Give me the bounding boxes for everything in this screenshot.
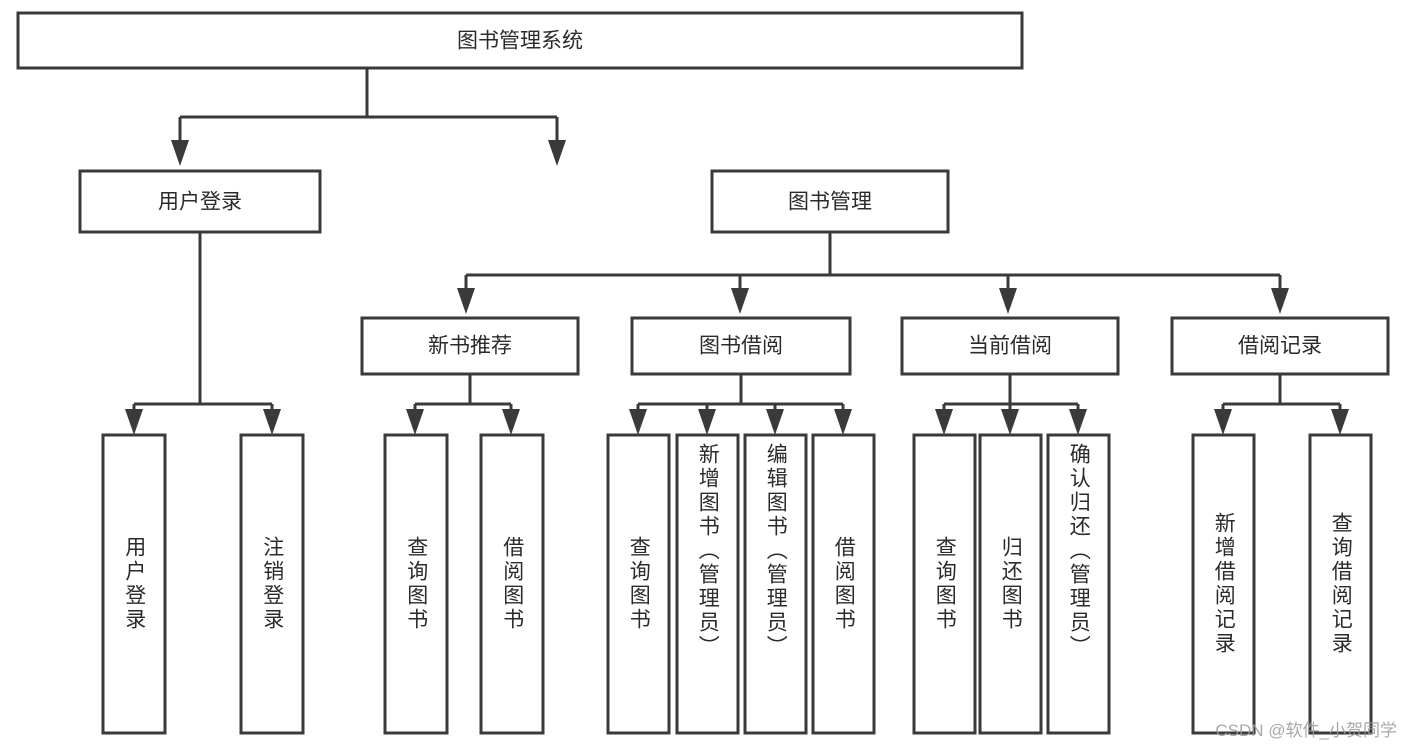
arrowhead-leaf-query-book-2	[629, 409, 647, 435]
node-box-book-management[interactable]	[710, 169, 950, 234]
arrowhead-leaf-return-book	[1001, 409, 1019, 435]
leaf-box-add-book[interactable]	[675, 433, 740, 735]
arrowhead-leaf-add-borrow-record	[1214, 409, 1232, 435]
node-label-book-borrow: 图书借阅	[699, 335, 783, 358]
node-box-new-book-recommend[interactable]	[360, 316, 580, 376]
arrowhead-leaf-confirm-return	[1069, 409, 1087, 435]
arrowhead-leaf-query-book-1	[406, 409, 424, 435]
arrowhead-new-book-recommend	[457, 288, 475, 314]
leaf-box-confirm-return[interactable]	[1046, 433, 1111, 735]
arrowhead-borrow-record	[1271, 288, 1289, 314]
leaf-box-query-book-1[interactable]	[383, 433, 449, 735]
node-label-user-login: 用户登录	[158, 191, 242, 214]
arrowhead-leaf-logout-login	[263, 409, 281, 435]
leaf-box-borrow-book-1[interactable]	[479, 433, 545, 735]
arrowhead-leaf-add-book	[698, 409, 716, 435]
arrowhead-leaf-borrow-book-2	[834, 409, 852, 435]
node-box-book-borrow[interactable]	[630, 316, 852, 376]
node-label-borrow-record: 借阅记录	[1238, 335, 1322, 358]
leaf-box-query-book-2[interactable]	[606, 433, 671, 735]
arrowhead-leaf-borrow-book-1	[502, 409, 520, 435]
leaf-box-add-borrow-record[interactable]	[1191, 433, 1256, 735]
leaf-box-query-borrow-record[interactable]	[1308, 433, 1373, 735]
leaf-box-edit-book[interactable]	[743, 433, 808, 735]
arrowhead-book-borrow	[731, 288, 749, 314]
node-label-current-borrow: 当前借阅	[968, 335, 1052, 358]
leaf-box-logout-login[interactable]	[239, 433, 305, 735]
arrowhead-leaf-edit-book	[766, 409, 784, 435]
node-box-current-borrow[interactable]	[900, 316, 1120, 376]
node-label-new-book-recommend: 新书推荐	[428, 335, 512, 358]
arrowhead-leaf-user-login	[125, 409, 143, 435]
arrowhead-book-management	[548, 140, 566, 166]
leaf-box-borrow-book-2[interactable]	[811, 433, 876, 735]
arrowhead-current-borrow	[999, 288, 1017, 314]
node-label-root: 图书管理系统	[457, 30, 583, 53]
watermark-text: CSDN @软件_小贺同学	[1215, 721, 1397, 740]
leaf-box-return-book[interactable]	[978, 433, 1043, 735]
node-box-root[interactable]	[16, 11, 1024, 70]
leaf-box-user-login[interactable]	[101, 433, 167, 735]
arrowhead-leaf-query-borrow-record	[1331, 409, 1349, 435]
node-box-borrow-record[interactable]	[1170, 316, 1390, 376]
arrowhead-leaf-query-book-3	[935, 409, 953, 435]
leaf-box-query-book-3[interactable]	[912, 433, 977, 735]
arrowhead-user-login	[171, 140, 189, 166]
node-label-book-management: 图书管理	[788, 191, 872, 214]
